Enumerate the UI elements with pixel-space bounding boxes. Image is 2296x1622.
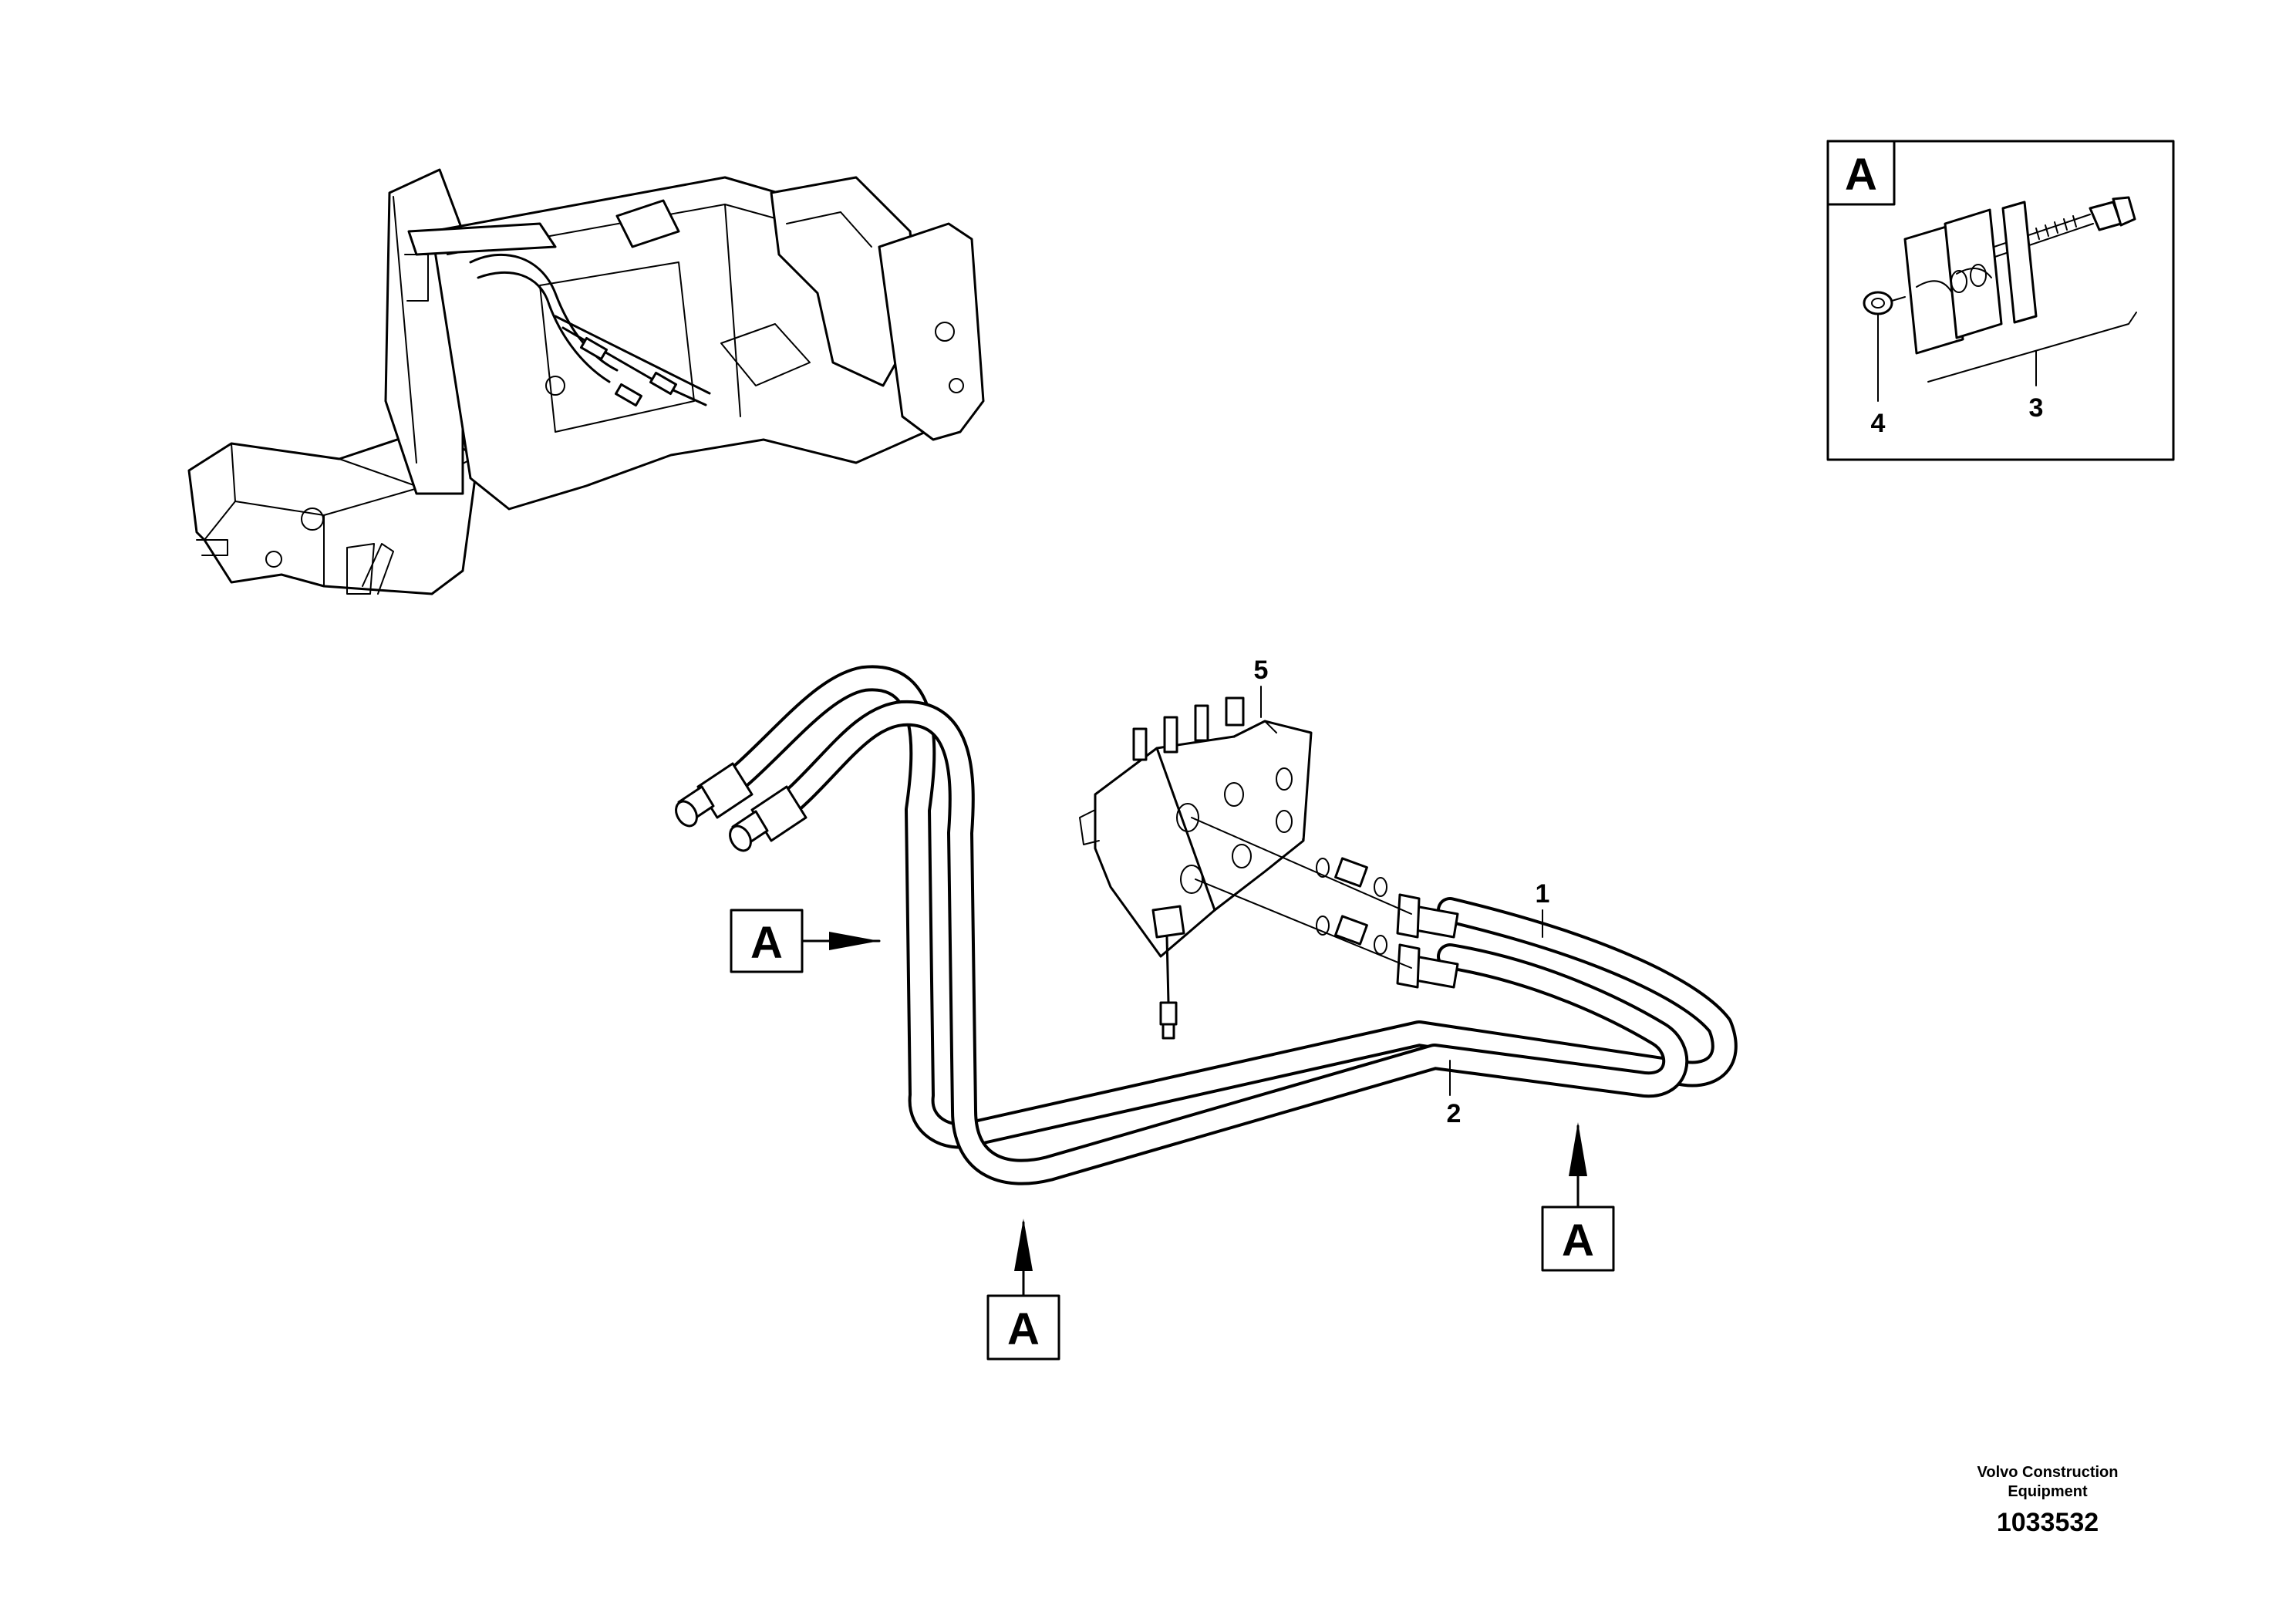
callout-item-4: 4 [1871,409,1886,438]
view-marker-label: A [750,918,783,968]
machine-frame-illustration [187,168,985,595]
view-marker-left: A [730,909,881,973]
view-marker-bottom: A [986,1219,1060,1361]
hydraulic-hoses [675,665,1738,1185]
callouts: 5 1 2 [1254,656,1550,1128]
view-marker-label: A [1007,1304,1040,1354]
hose-connectors [1191,817,1412,969]
control-valve [1079,696,1313,1040]
detail-a-panel: A 3 4 [1826,140,2175,461]
footer-credit: Volvo Construction Equipment 1033532 [1977,1464,2119,1537]
callout-item-2: 2 [1447,1099,1462,1128]
drawing-number: 1033532 [1997,1508,2099,1537]
view-marker-label: A [1562,1216,1594,1266]
callout-item-1: 1 [1536,879,1550,909]
company-name-line1: Volvo Construction [1977,1464,2119,1481]
callout-item-5: 5 [1254,656,1269,685]
callout-item-3: 3 [2029,393,2044,423]
detail-a-label: A [1845,150,1877,200]
view-marker-right: A [1541,1122,1615,1272]
company-name-line2: Equipment [2008,1483,2088,1500]
